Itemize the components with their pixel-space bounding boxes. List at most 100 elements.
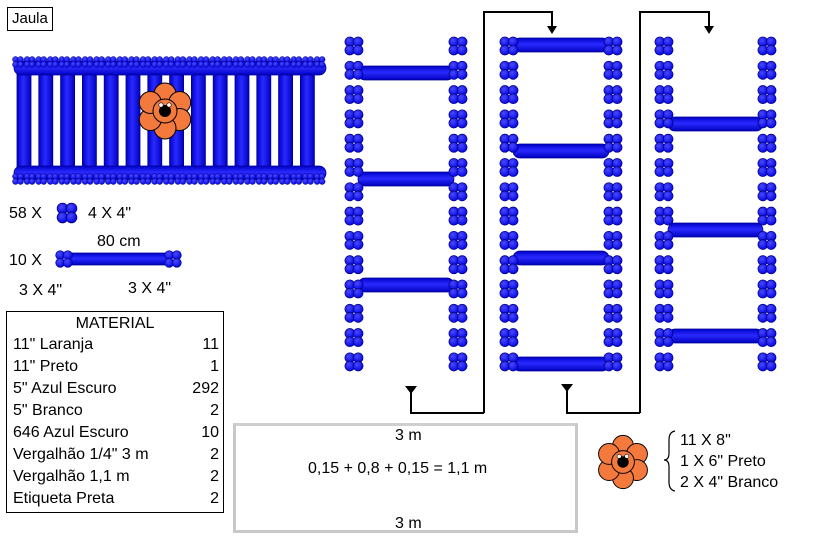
- material-row: 5" Branco 2: [13, 400, 219, 422]
- ladder-cluster: [654, 328, 674, 348]
- ladder-cluster: [603, 328, 623, 348]
- flower-legend-icon: [598, 434, 648, 490]
- ladder-cluster: [499, 328, 519, 348]
- ladder-cluster: [499, 352, 519, 372]
- ladder-cluster: [448, 85, 468, 105]
- material-row: 11" Laranja 11: [13, 334, 219, 356]
- ladder-cluster: [448, 158, 468, 177]
- ladder-rung: [512, 356, 610, 372]
- cage-bar: [212, 67, 228, 175]
- cage-bar: [125, 67, 141, 175]
- material-qty: 1: [210, 358, 219, 375]
- ladder-cluster: [448, 206, 468, 226]
- ladder-rung: [667, 328, 764, 344]
- material-name: 5" Azul Escuro: [13, 380, 117, 397]
- ladder-cluster: [448, 279, 468, 299]
- ladder-rung: [512, 250, 610, 266]
- ladder-cluster: [448, 133, 468, 153]
- ladder-cluster: [499, 158, 519, 177]
- ladder-cluster: [448, 109, 468, 129]
- material-row: 646 Azul Escuro 10: [13, 422, 219, 444]
- ladder-cluster: [344, 255, 364, 275]
- ladder-cluster: [654, 352, 674, 372]
- tube-legend-icon: [55, 250, 182, 268]
- cage-bar: [103, 67, 119, 175]
- arrow-down-icon: [547, 26, 557, 34]
- ladder-cluster: [499, 85, 519, 105]
- arrow-down-icon: [405, 386, 417, 394]
- ladder-rung: [667, 222, 764, 238]
- ladder-cluster: [757, 158, 777, 177]
- right-end-label: 3 X 4": [128, 280, 172, 297]
- material-qty: 10: [201, 424, 219, 441]
- ladder-cluster: [344, 328, 364, 348]
- balloon-cluster-icon: [56, 202, 78, 224]
- ladder-cluster: [499, 206, 519, 226]
- ladder-cluster: [654, 182, 674, 202]
- ladder-cluster: [499, 230, 519, 250]
- material-row: Vergalhão 1/4" 3 m 2: [13, 444, 219, 466]
- material-name: Vergalhão 1,1 m: [13, 468, 130, 485]
- arrow-down-icon: [704, 26, 714, 34]
- ladder-cluster: [757, 279, 777, 299]
- ladder-cluster: [344, 60, 364, 80]
- dimension-formula-label: 0,15 + 0,8 + 0,15 = 1,1 m: [308, 460, 488, 477]
- material-name: 646 Azul Escuro: [13, 424, 129, 441]
- ladder-cluster: [654, 255, 674, 275]
- ladder-cluster: [654, 133, 674, 153]
- ladder-cluster: [344, 85, 364, 105]
- ladder-cluster: [448, 303, 468, 323]
- dimension-bottom-label: 3 m: [395, 515, 422, 532]
- cage-bar: [16, 67, 32, 175]
- tube-length-label: 80 cm: [97, 233, 141, 250]
- ladder-panels: [344, 36, 777, 372]
- cage-bar: [299, 67, 315, 175]
- ladder-rung: [357, 277, 455, 293]
- flower-legend-line-1: 11 X 8": [680, 432, 731, 449]
- left-end-label: 3 X 4": [19, 282, 63, 299]
- ladder-cluster: [757, 133, 777, 153]
- ladder-cluster: [603, 133, 623, 153]
- ladder-cluster: [499, 60, 519, 80]
- ladder-cluster: [603, 206, 623, 226]
- ladder-cluster: [603, 85, 623, 105]
- ladder-cluster: [499, 182, 519, 202]
- ladder-cluster: [757, 255, 777, 275]
- cluster-count-label: 58 X: [9, 205, 42, 222]
- material-name: Vergalhão 1/4" 3 m: [13, 446, 149, 463]
- material-row: 11" Preto 1: [13, 356, 219, 378]
- cage-bar: [278, 67, 294, 175]
- material-row: 5" Azul Escuro 292: [13, 378, 219, 400]
- ladder-cluster: [499, 279, 519, 299]
- ladder-cluster: [603, 352, 623, 372]
- ladder-cluster: [654, 279, 674, 299]
- cage-bar: [60, 67, 75, 175]
- material-name: 11" Preto: [13, 358, 78, 375]
- ladder-cluster: [499, 36, 519, 56]
- ladder-cluster: [757, 85, 777, 105]
- ladder-cluster: [654, 303, 674, 323]
- ladder-cluster: [448, 36, 468, 56]
- cage-bar: [234, 67, 250, 175]
- cage-bar: [82, 67, 97, 175]
- ladder-cluster: [448, 182, 468, 202]
- ladder-cluster: [603, 60, 623, 80]
- ladder-cluster: [757, 230, 777, 250]
- ladder-cluster: [344, 158, 364, 177]
- material-row: Vergalhão 1,1 m 2: [13, 466, 219, 488]
- ladder-cluster: [603, 230, 623, 250]
- cage-bar: [190, 67, 206, 175]
- connector-line-1: [483, 11, 553, 413]
- arrow-down-icon: [561, 384, 573, 392]
- dimension-top-label: 3 m: [395, 427, 422, 444]
- cage-bar: [38, 67, 54, 175]
- material-title: MATERIAL: [75, 315, 155, 332]
- material-qty: 2: [210, 402, 219, 419]
- panel-connectors: [410, 11, 710, 414]
- ladder-cluster: [499, 133, 519, 153]
- ladder-cluster: [757, 60, 777, 80]
- ladder-cluster: [344, 279, 364, 299]
- ladder-panel-2: [499, 36, 623, 372]
- diagram-title: Jaula: [7, 7, 53, 31]
